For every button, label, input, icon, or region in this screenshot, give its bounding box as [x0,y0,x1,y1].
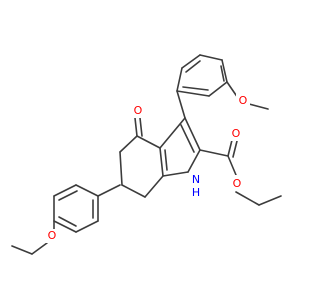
ethyl-ester [199,139,282,206]
methoxy-oxygen-label: O [239,94,248,107]
bond [208,81,228,97]
label-bg [236,93,250,107]
label-bg [131,104,145,118]
bond [75,184,99,197]
ethoxy-oxygen-label: O [48,229,57,242]
methoxyphenyl-ring [176,54,269,119]
bond [184,117,201,151]
nitrogen-hydrogen-label: H [192,186,200,199]
bond-inner [58,190,78,201]
molecule-structure: O O O O O N H [11,54,282,255]
bond [31,242,48,255]
bond [199,54,223,61]
bond-inner [58,216,77,227]
bond [136,135,161,149]
indolone-core [119,117,201,198]
bond [248,103,269,110]
bond [159,147,164,177]
bond-inner [220,65,225,82]
label-bg [45,229,59,243]
carbonyl-oxygen-label: O [232,127,241,140]
bond [221,59,228,83]
ketone-oxygen-label: O [134,104,143,117]
bond [119,151,123,186]
bond-inner [180,124,195,153]
bond-inner [164,149,168,171]
bond [232,140,238,158]
bond [235,191,260,206]
bond [162,171,189,177]
bond [199,149,229,157]
bond [11,245,33,255]
bond [258,195,282,206]
bond [187,149,201,173]
bond [97,184,121,197]
atom-labels: O O O O O N H [45,93,250,243]
label-bg [188,174,204,198]
label-bg [229,127,243,141]
bond [53,220,77,233]
bond [159,117,186,149]
bond [176,67,183,92]
bond [53,184,77,197]
bond-inner [182,86,209,91]
bond [119,135,138,153]
bond [144,175,164,198]
ester-oxygen-label: O [233,177,242,190]
label-bg [230,175,244,191]
ethoxyphenyl-ring [11,184,121,255]
structure-canvas: O O O O O N H [11,54,282,255]
bond [75,220,99,233]
bond [181,54,201,69]
bond [139,117,143,137]
bond [121,184,146,198]
bond [227,139,233,157]
bond [176,90,186,119]
bond [227,155,237,176]
bond-inner [185,60,201,73]
nitrogen-label: N [192,173,200,186]
bond [134,117,138,137]
bond [176,90,210,97]
